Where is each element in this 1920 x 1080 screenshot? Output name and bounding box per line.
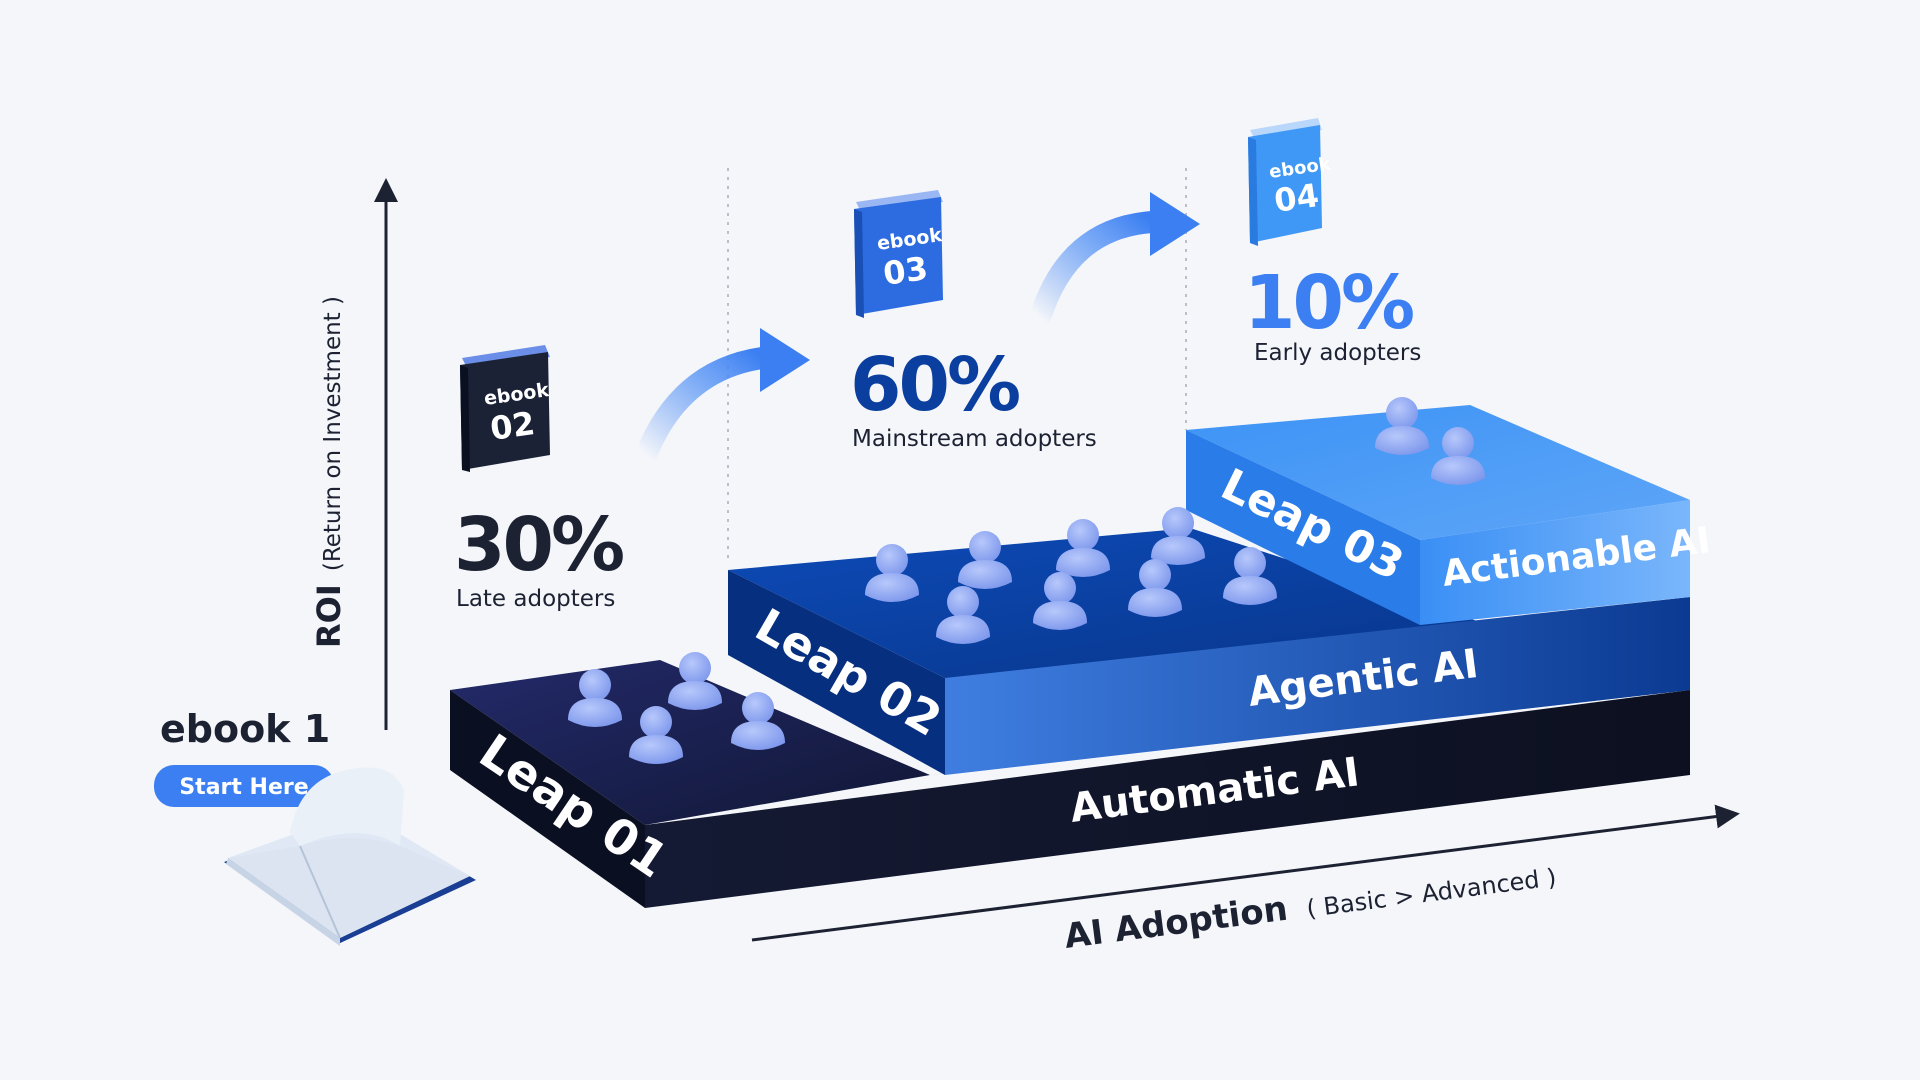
curved-arrow-icon-1 — [635, 328, 810, 466]
start-ebook-title: ebook 1 — [160, 707, 330, 751]
mainstream-adopters-percent: 60% — [850, 342, 1019, 428]
person-icon — [1056, 519, 1110, 577]
ebook-03-number: 03 — [881, 249, 930, 293]
person-icon — [1431, 427, 1485, 485]
person-icon — [629, 706, 683, 764]
open-book-icon — [224, 767, 476, 946]
early-adopters-percent: 10% — [1244, 260, 1413, 346]
ebook-04-icon: ebook 04 — [1248, 118, 1333, 246]
ebook-03-icon: ebook 03 — [854, 190, 944, 318]
person-icon — [731, 692, 785, 750]
x-axis-line — [751, 804, 1740, 942]
late-adopters-caption: Late adopters — [456, 586, 615, 612]
y-axis-label: ROI (Return on Investment ) — [310, 296, 348, 648]
curved-arrow-icon-2 — [1029, 192, 1200, 329]
person-icon — [865, 544, 919, 602]
mainstream-adopters-caption: Mainstream adopters — [852, 426, 1097, 452]
ebook-04-number: 04 — [1272, 176, 1321, 220]
person-icon — [1151, 507, 1205, 565]
person-icon — [1033, 572, 1087, 630]
start-here-button[interactable]: Start Here — [154, 765, 334, 807]
person-icon — [958, 531, 1012, 589]
people-group — [568, 397, 1485, 764]
late-adopters-percent: 30% — [454, 502, 623, 588]
start-here-label: Start Here — [179, 775, 308, 800]
person-icon — [1375, 397, 1429, 455]
person-icon — [668, 652, 722, 710]
ebook-02-icon: ebook 02 — [460, 345, 551, 472]
person-icon — [1128, 559, 1182, 617]
person-icon — [936, 586, 990, 644]
person-icon — [568, 669, 622, 727]
early-adopters-caption: Early adopters — [1254, 340, 1421, 366]
person-icon — [1223, 547, 1277, 605]
ebook-02-number: 02 — [488, 404, 537, 448]
